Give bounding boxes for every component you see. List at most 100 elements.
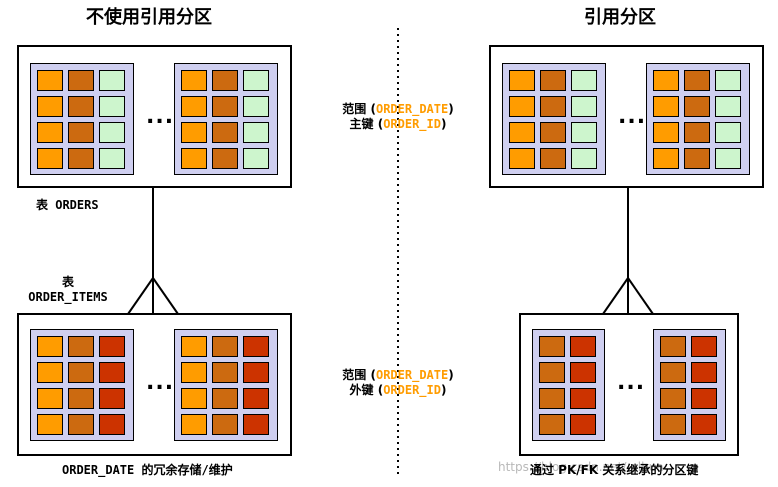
cell-red <box>691 336 717 357</box>
cell-orange <box>37 70 63 91</box>
right-connector-fork-3 <box>627 277 654 315</box>
middle-bottom-line2: 外键 (ORDER_ID) <box>349 383 447 397</box>
cell-brown <box>68 336 94 357</box>
partition <box>174 329 278 441</box>
cell-orange <box>653 122 679 143</box>
cell-brown <box>68 362 94 383</box>
cell-green <box>243 122 269 143</box>
right-caption: 通过 PK/FK 关系继承的分区键 <box>530 463 699 477</box>
order-id-key: ORDER_ID <box>383 383 441 397</box>
left-connector-fork-1 <box>127 277 154 315</box>
ellipsis: ... <box>146 370 175 395</box>
cell-brown <box>68 388 94 409</box>
cell-orange <box>37 414 63 435</box>
cell-brown <box>540 70 566 91</box>
cell-green <box>243 96 269 117</box>
right-title: 引用分区 <box>584 7 656 28</box>
cell-orange <box>509 96 535 117</box>
cell-red <box>570 362 596 383</box>
left-orders-label: 表 ORDERS <box>36 198 99 212</box>
cell-brown <box>539 414 565 435</box>
right-order-items-table: ... <box>519 313 739 456</box>
right-orders-table: ... <box>489 45 764 188</box>
cell-red <box>691 388 717 409</box>
cell-orange <box>181 362 207 383</box>
cell-brown <box>684 148 710 169</box>
cell-brown <box>539 336 565 357</box>
partition <box>174 63 278 175</box>
cell-brown <box>68 70 94 91</box>
order-date-key: ORDER_DATE <box>375 102 449 116</box>
right-connector-fork-1 <box>602 277 629 315</box>
middle-top-annotation: 范围 (ORDER_DATE) 主键 (ORDER_ID) <box>318 102 478 132</box>
cell-green <box>243 148 269 169</box>
cell-green <box>99 70 125 91</box>
cell-red <box>570 388 596 409</box>
cell-green <box>571 122 597 143</box>
left-items-label: 表 ORDER_ITEMS <box>18 275 118 305</box>
left-title: 不使用引用分区 <box>86 7 212 28</box>
cell-green <box>571 70 597 91</box>
cell-orange <box>37 336 63 357</box>
cell-red <box>99 336 125 357</box>
middle-top-line1: 范围 (ORDER_DATE) <box>342 102 454 116</box>
partition <box>30 329 134 441</box>
cell-brown <box>539 388 565 409</box>
cell-orange <box>509 70 535 91</box>
left-connector-fork-3 <box>152 277 179 315</box>
cell-orange <box>181 414 207 435</box>
partition <box>502 63 606 175</box>
cell-green <box>99 122 125 143</box>
cell-red <box>570 414 596 435</box>
cell-red <box>99 414 125 435</box>
cell-brown <box>212 414 238 435</box>
cell-brown <box>540 148 566 169</box>
cell-red <box>570 336 596 357</box>
cell-red <box>99 362 125 383</box>
cell-brown <box>660 388 686 409</box>
cell-red <box>243 414 269 435</box>
cell-brown <box>212 70 238 91</box>
cell-orange <box>181 148 207 169</box>
watermark: https://blog.csdn.net/...lhua <box>498 460 664 474</box>
cell-orange <box>181 70 207 91</box>
cell-brown <box>660 336 686 357</box>
cell-orange <box>37 362 63 383</box>
cell-orange <box>37 388 63 409</box>
cell-brown <box>212 362 238 383</box>
left-items-label-line2: ORDER_ITEMS <box>28 290 108 304</box>
cell-orange <box>37 96 63 117</box>
cell-green <box>715 122 741 143</box>
cell-brown <box>684 96 710 117</box>
cell-red <box>243 388 269 409</box>
cell-green <box>99 96 125 117</box>
cell-orange <box>181 336 207 357</box>
cell-orange <box>653 148 679 169</box>
order-date-key: ORDER_DATE <box>375 368 449 382</box>
cell-red <box>691 414 717 435</box>
cell-orange <box>181 122 207 143</box>
cell-red <box>243 362 269 383</box>
left-order-items-table: ... <box>17 313 292 456</box>
partition <box>653 329 726 441</box>
cell-green <box>715 70 741 91</box>
cell-brown <box>539 362 565 383</box>
cell-brown <box>540 122 566 143</box>
cell-brown <box>212 336 238 357</box>
cell-brown <box>684 122 710 143</box>
cell-brown <box>68 122 94 143</box>
middle-top-line2: 主键 (ORDER_ID) <box>349 117 447 131</box>
ellipsis: ... <box>618 104 647 129</box>
cell-brown <box>212 388 238 409</box>
cell-brown <box>212 96 238 117</box>
cell-green <box>571 96 597 117</box>
left-caption: ORDER_DATE 的冗余存储/维护 <box>62 463 233 477</box>
cell-brown <box>660 414 686 435</box>
cell-orange <box>37 148 63 169</box>
cell-red <box>691 362 717 383</box>
middle-bottom-line1: 范围 (ORDER_DATE) <box>342 368 454 382</box>
cell-green <box>99 148 125 169</box>
ellipsis: ... <box>146 104 175 129</box>
cell-orange <box>37 122 63 143</box>
